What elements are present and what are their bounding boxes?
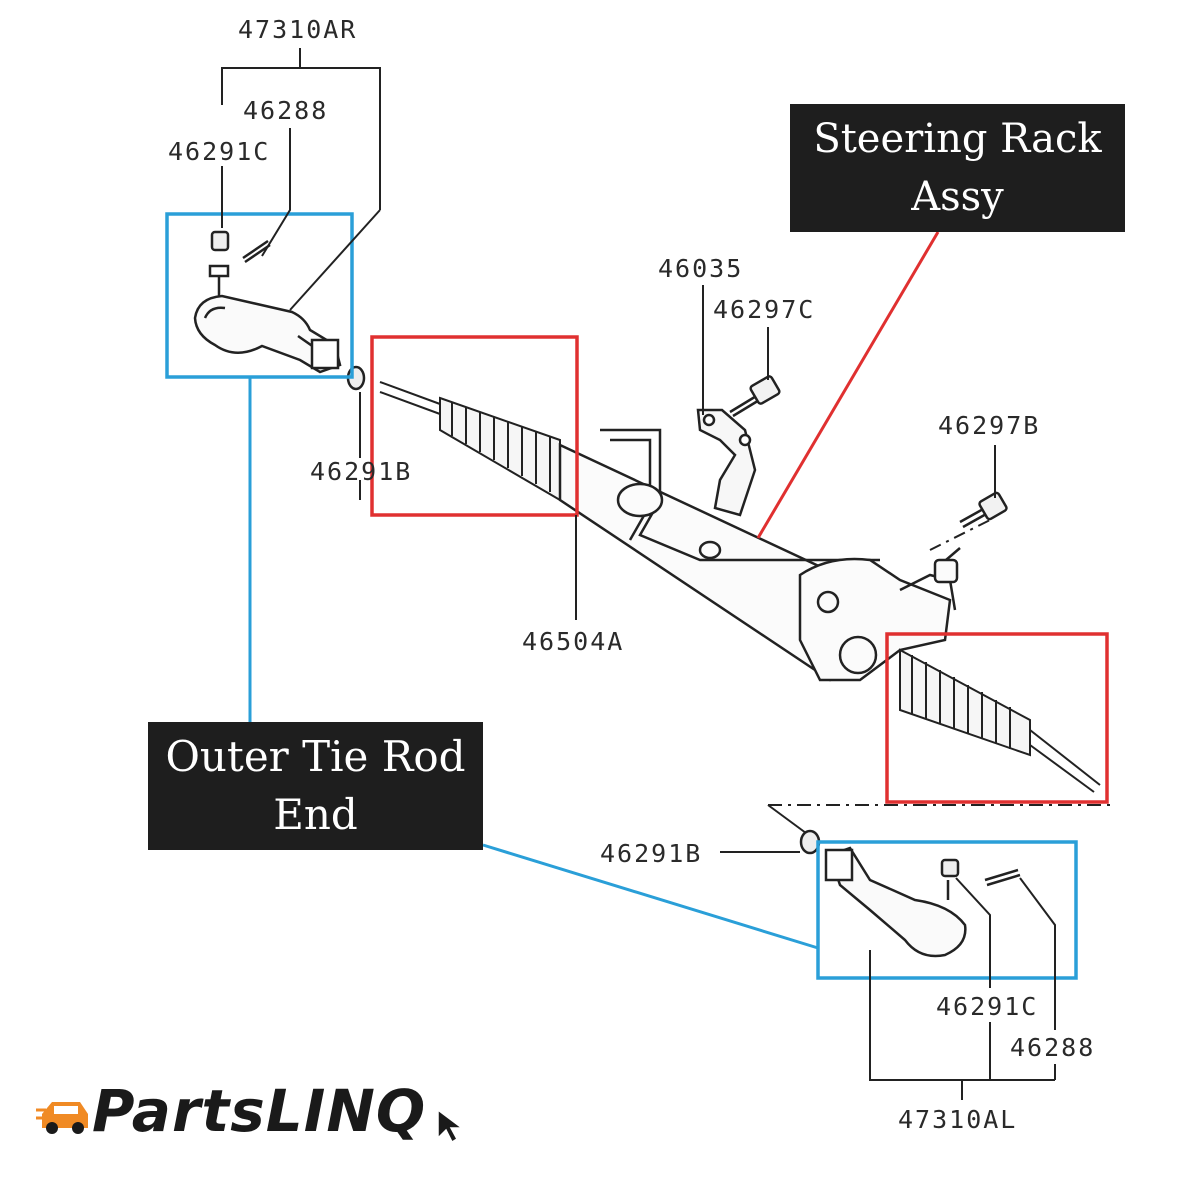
callout-rack-line1: Steering Rack (813, 116, 1102, 162)
label-46297c: 46297C (713, 295, 815, 324)
highlight-tie-rod-left (165, 212, 354, 379)
callout-outer-line2: End (273, 790, 358, 839)
highlight-rack-boot-left (370, 335, 579, 517)
label-46288-top: 46288 (243, 96, 328, 125)
tie-rod-end-left-drawing (193, 230, 342, 374)
callout-line-outer-down (482, 843, 819, 950)
callout-rack-line2: Assy (911, 174, 1004, 220)
bolt-46297b-drawing (959, 491, 1008, 529)
label-46504a: 46504A (522, 627, 624, 656)
tie-rod-end-right-drawing (799, 829, 1021, 958)
part-leader-lines (221, 48, 1056, 1100)
centerline-right (929, 519, 991, 551)
callout-outer-tie-rod-end: Outer Tie Rod End (148, 722, 483, 850)
rack-housing-drawing (558, 428, 961, 682)
rack-boot-left-drawing (379, 381, 561, 502)
label-46297b: 46297B (938, 411, 1040, 440)
label-46291b-top: 46291B (310, 457, 412, 486)
logo-wordmark: PartsLINQ (92, 1077, 427, 1145)
bolt-46297c-drawing (729, 375, 781, 418)
callout-line-rack (756, 231, 940, 539)
highlight-tie-rod-right (816, 840, 1078, 980)
callout-steering-rack-assy: Steering Rack Assy (790, 104, 1125, 232)
label-46035: 46035 (658, 254, 743, 283)
label-47310al: 47310AL (898, 1105, 1017, 1134)
label-46291c-bottom: 46291C (936, 992, 1038, 1021)
label-47310ar: 47310AR (238, 15, 357, 44)
callout-outer-line1: Outer Tie Rod (165, 732, 466, 781)
label-46291c-top: 46291C (168, 137, 270, 166)
car-icon (36, 1102, 88, 1134)
label-46291b-bottom: 46291B (600, 839, 702, 868)
cursor-arrow-icon (437, 1108, 465, 1144)
partslinq-logo: PartsLINQ (36, 1078, 476, 1148)
centerline-lower-diag (767, 804, 811, 837)
rack-boot-right-drawing (899, 648, 1101, 793)
label-46288-bottom: 46288 (1010, 1033, 1095, 1062)
bracket-46035-drawing (696, 408, 757, 517)
highlight-rack-boot-right (885, 632, 1109, 804)
